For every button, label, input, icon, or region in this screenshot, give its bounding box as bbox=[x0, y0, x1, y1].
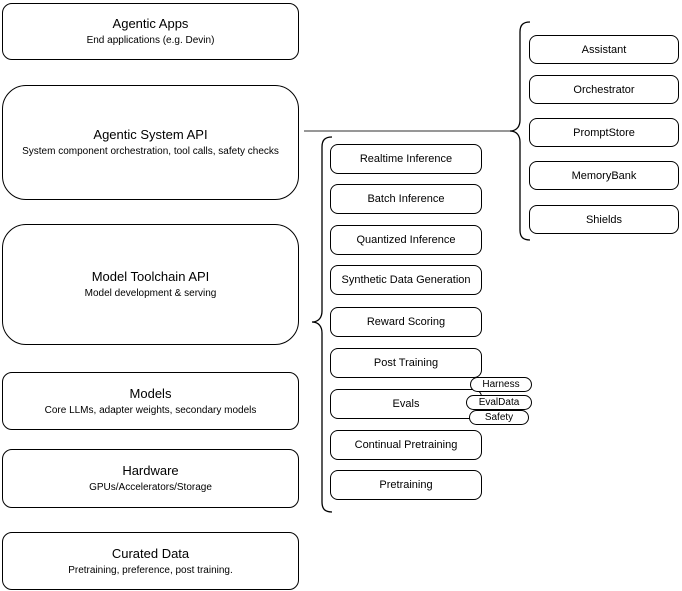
node-label: Continual Pretraining bbox=[354, 439, 458, 451]
node-orchestrator: Orchestrator bbox=[529, 75, 679, 104]
node-models: Models Core LLMs, adapter weights, secon… bbox=[2, 372, 299, 430]
node-realtime-inference: Realtime Inference bbox=[330, 144, 482, 174]
node-reward-scoring: Reward Scoring bbox=[330, 307, 482, 337]
node-shields: Shields bbox=[529, 205, 679, 234]
node-title: Agentic Apps bbox=[112, 16, 189, 31]
node-label: Post Training bbox=[373, 357, 439, 369]
node-label: Realtime Inference bbox=[359, 153, 453, 165]
node-promptstore: PromptStore bbox=[529, 118, 679, 147]
node-quantized-inference: Quantized Inference bbox=[330, 225, 482, 255]
node-pretraining: Pretraining bbox=[330, 470, 482, 500]
tag-label: Safety bbox=[484, 411, 514, 423]
node-title: Model Toolchain API bbox=[91, 269, 210, 284]
node-label: PromptStore bbox=[573, 126, 635, 139]
node-subtitle: Model development & serving bbox=[84, 288, 217, 299]
node-title: Hardware bbox=[122, 463, 179, 478]
node-subtitle: GPUs/Accelerators/Storage bbox=[89, 482, 212, 493]
node-label: Shields bbox=[585, 213, 623, 226]
agentic-system-group-brace bbox=[509, 21, 531, 241]
node-title: Agentic System API bbox=[93, 127, 208, 142]
tag-safety: Safety bbox=[469, 410, 529, 425]
tag-evaldata: EvalData bbox=[466, 395, 532, 410]
node-model-toolchain-api: Model Toolchain API Model development & … bbox=[2, 224, 299, 345]
node-title: Models bbox=[129, 385, 172, 401]
node-memorybank: MemoryBank bbox=[529, 161, 679, 190]
node-post-training: Post Training bbox=[330, 348, 482, 378]
node-continual-pretraining: Continual Pretraining bbox=[330, 430, 482, 460]
node-label: MemoryBank bbox=[571, 169, 637, 182]
node-subtitle: Core LLMs, adapter weights, secondary mo… bbox=[44, 404, 257, 416]
node-synthetic-data-generation: Synthetic Data Generation bbox=[330, 265, 482, 295]
node-evals: Evals bbox=[330, 389, 482, 419]
node-hardware: Hardware GPUs/Accelerators/Storage bbox=[2, 449, 299, 508]
node-agentic-system-api: Agentic System API System component orch… bbox=[2, 85, 299, 200]
node-agentic-apps: Agentic Apps End applications (e.g. Devi… bbox=[2, 3, 299, 60]
tag-harness: Harness bbox=[470, 377, 532, 392]
node-subtitle: System component orchestration, tool cal… bbox=[22, 146, 279, 157]
node-title: Curated Data bbox=[111, 545, 190, 561]
node-label: Batch Inference bbox=[367, 193, 445, 205]
node-curated-data: Curated Data Pretraining, preference, po… bbox=[2, 532, 299, 590]
node-label: Assistant bbox=[581, 43, 627, 56]
node-assistant: Assistant bbox=[529, 35, 679, 64]
node-subtitle: End applications (e.g. Devin) bbox=[86, 35, 215, 46]
node-label: Reward Scoring bbox=[366, 316, 446, 328]
node-subtitle: Pretraining, preference, post training. bbox=[68, 564, 233, 576]
tag-label: EvalData bbox=[478, 396, 520, 408]
node-batch-inference: Batch Inference bbox=[330, 184, 482, 214]
node-label: Orchestrator bbox=[573, 83, 635, 96]
node-label: Evals bbox=[392, 398, 420, 410]
node-label: Synthetic Data Generation bbox=[341, 274, 471, 286]
model-toolchain-group-brace bbox=[311, 136, 333, 513]
node-label: Quantized Inference bbox=[356, 234, 456, 246]
tag-label: Harness bbox=[482, 378, 520, 390]
node-label: Pretraining bbox=[379, 479, 433, 491]
